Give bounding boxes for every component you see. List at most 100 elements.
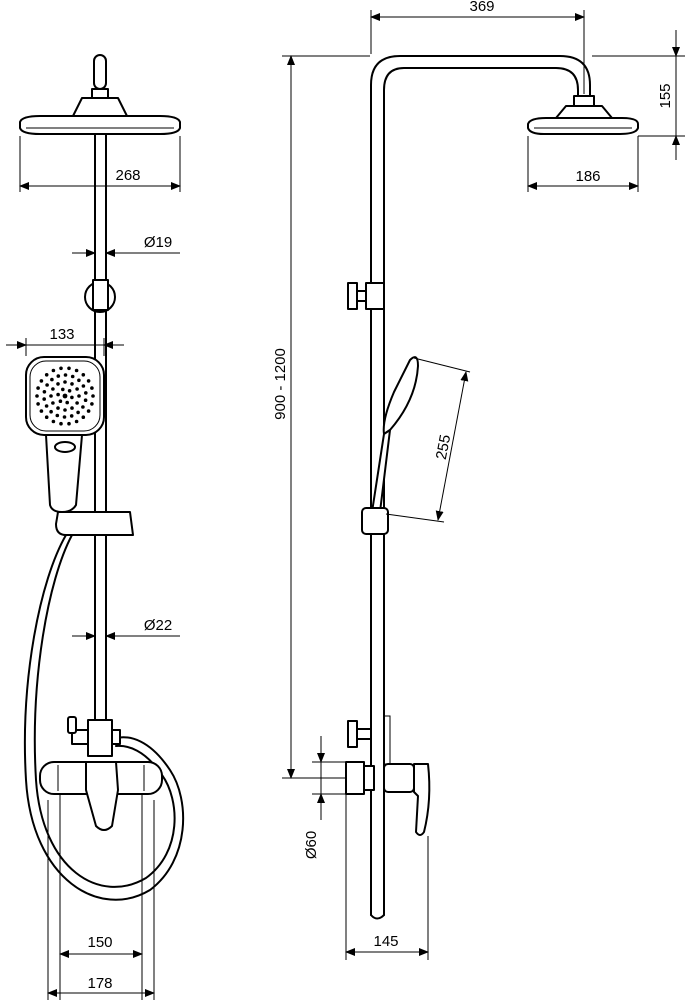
dimension-adjustable-height: 900 - 1200 — [272, 55, 370, 779]
nozzle-dot — [86, 379, 91, 383]
nozzle-dot — [70, 374, 75, 379]
dimension-head-width: 186 — [527, 136, 639, 192]
nozzle-dot — [65, 400, 69, 405]
nozzle-dot — [70, 395, 74, 400]
dim-label-d19: Ø19 — [144, 234, 172, 251]
nozzle-dot — [62, 415, 67, 419]
hand-shower-holder — [55, 511, 134, 536]
nozzle-dot — [39, 379, 44, 383]
nozzle-dot — [76, 410, 80, 415]
nozzle-dot — [56, 374, 61, 378]
nozzle-dot — [62, 393, 68, 399]
dim-label-d60: Ø60 — [303, 831, 320, 859]
nozzle-dot — [61, 387, 65, 392]
nozzle-dot — [50, 377, 54, 382]
nozzle-dot — [90, 402, 94, 406]
wall-bracket-side — [347, 282, 385, 310]
hand-shower-front — [25, 356, 105, 513]
nozzle-dot — [56, 382, 60, 386]
hand-shower-side — [361, 356, 419, 535]
nozzle-dot — [77, 394, 81, 398]
diverter-front — [67, 716, 121, 757]
nozzle-dot — [67, 421, 71, 426]
nozzle-dot — [51, 401, 55, 405]
nozzle-dot — [70, 406, 74, 410]
lower-bracket-side — [347, 715, 391, 765]
nozzle-dot — [49, 409, 53, 414]
nozzle-dot — [55, 413, 60, 418]
dim-label-145: 145 — [373, 933, 398, 950]
dimension-head-height: 155 — [592, 30, 685, 160]
mixer-side — [345, 761, 431, 960]
side-view: 369 155 186 900 - 1200 — [272, 0, 685, 960]
dimension-connection-diameter: Ø60 — [303, 736, 346, 859]
nozzle-dot — [42, 397, 46, 401]
dim-label-900-1200: 900 - 1200 — [272, 348, 289, 420]
nozzle-dot — [42, 390, 47, 394]
nozzle-dot — [51, 419, 56, 424]
dimension-riser-diameter: Ø22 — [72, 617, 180, 640]
nozzle-dot — [56, 406, 60, 410]
dimension-wall-projection: 145 — [345, 836, 429, 960]
dimension-hand-shower-width: 133 — [6, 326, 124, 356]
nozzle-dot — [59, 421, 63, 426]
dimension-hand-shower-length: 255 — [385, 357, 471, 523]
nozzle-dot — [44, 415, 49, 420]
nozzle-dot — [84, 391, 88, 395]
nozzle-dot — [69, 414, 74, 418]
nozzle-dot — [51, 387, 55, 391]
dimension-overhead-width: 268 — [19, 136, 181, 192]
dimension-rail-diameter: Ø19 — [72, 234, 180, 257]
dim-label-155: 155 — [657, 83, 674, 108]
nozzle-dot — [58, 399, 63, 404]
nozzle-dot — [45, 383, 49, 387]
riser-and-arm-side — [370, 55, 591, 920]
nozzle-dot — [81, 384, 86, 388]
nozzle-dot — [44, 404, 49, 408]
nozzle-dot — [56, 392, 60, 397]
dim-label-186: 186 — [575, 168, 600, 185]
dim-label-150: 150 — [87, 934, 112, 951]
nozzle-dot — [36, 402, 40, 406]
shower-hose — [23, 534, 185, 901]
overhead-shower-head-side — [527, 95, 639, 135]
nozzle-dot — [39, 409, 44, 413]
nozzle-dot — [67, 366, 71, 371]
front-view: 268 Ø19 133 Ø22 150 — [6, 54, 185, 1000]
nozzle-dot — [67, 389, 72, 393]
nozzle-dot — [81, 415, 86, 420]
mixer-front — [39, 761, 163, 1000]
nozzle-dot — [74, 368, 79, 373]
nozzle-dot — [74, 419, 79, 424]
nozzle-dot — [35, 394, 39, 398]
nozzle-dot — [36, 386, 40, 390]
dimension-mixer-width: 178 — [47, 800, 155, 1000]
dim-label-255: 255 — [433, 433, 454, 461]
nozzle-dot — [81, 373, 86, 377]
nozzle-dot — [49, 394, 53, 398]
nozzle-dot — [70, 382, 74, 386]
nozzle-dot — [51, 368, 56, 373]
overhead-shower-head-front — [19, 97, 181, 135]
dim-label-268: 268 — [115, 167, 140, 184]
nozzle-dot — [91, 394, 95, 398]
nozzle-dot — [86, 409, 91, 413]
dim-label-178: 178 — [87, 975, 112, 992]
nozzle-dot — [75, 401, 79, 405]
dim-label-d22: Ø22 — [144, 617, 172, 634]
riser-top-cap — [91, 54, 109, 99]
nozzle-dot — [63, 373, 68, 377]
nozzle-dot — [81, 405, 85, 409]
nozzle-dot — [44, 373, 49, 377]
nozzle-dot — [63, 408, 67, 412]
wall-bracket-front — [84, 279, 116, 313]
nozzle-dot — [75, 387, 79, 391]
nozzle-dot — [63, 380, 67, 384]
nozzle-dot — [77, 378, 81, 383]
nozzle-pattern — [35, 366, 95, 426]
dim-label-133: 133 — [49, 326, 74, 343]
dimension-connection-spacing: 150 — [59, 934, 143, 958]
nozzle-dot — [59, 366, 63, 371]
nozzle-dot — [83, 398, 88, 403]
